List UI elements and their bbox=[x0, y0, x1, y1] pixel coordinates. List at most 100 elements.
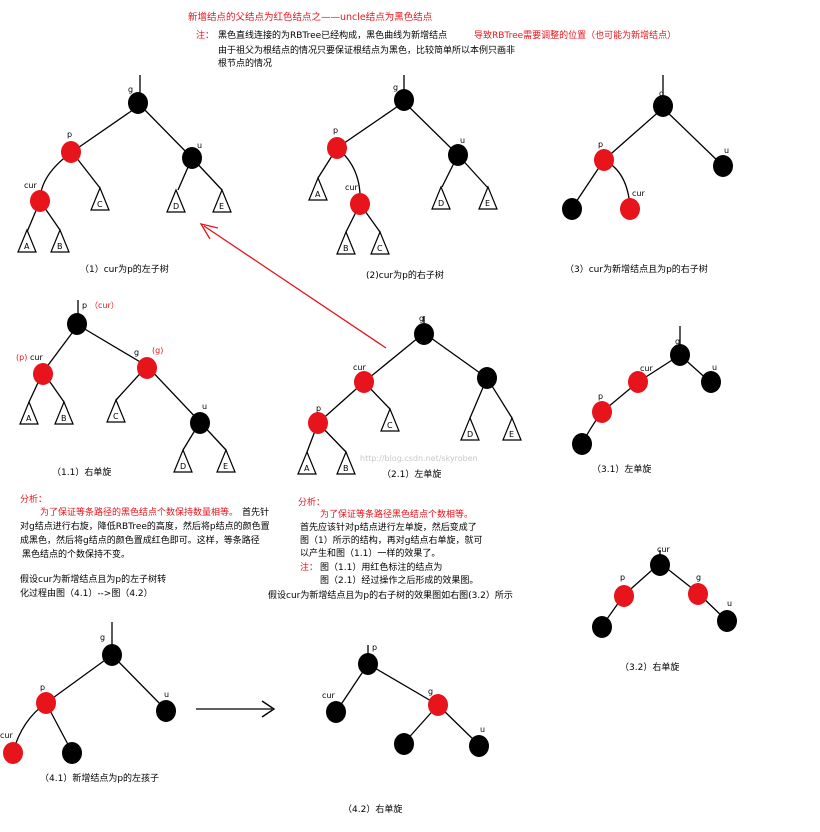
node-label: cur bbox=[632, 189, 645, 198]
node-label: g bbox=[128, 85, 133, 94]
node-cur bbox=[30, 190, 50, 212]
note-line2: 由于祖父为根结点的情况只要保证根结点为黑色，比较简单所以本例只画非 bbox=[218, 44, 515, 56]
assume-left-l1: 假设cur为新增结点且为p的左子树转 bbox=[20, 573, 166, 585]
subtree-label: A bbox=[24, 242, 30, 251]
node-cur bbox=[628, 371, 648, 393]
node-cur bbox=[354, 371, 374, 393]
caption-2-1: （2.1）左单旋 bbox=[382, 468, 441, 480]
edge bbox=[603, 107, 664, 161]
node-label: u bbox=[202, 402, 207, 411]
node-label: p bbox=[598, 140, 603, 149]
subtree-label: A bbox=[304, 464, 310, 473]
transition-arrowhead bbox=[261, 700, 276, 718]
subtree-label: B bbox=[343, 244, 349, 253]
note2-l2: 图（2.1）经过操作之后形成的效果图。 bbox=[320, 574, 478, 586]
node-label: g bbox=[659, 89, 664, 98]
node-label: cur bbox=[24, 181, 37, 190]
node-black-child bbox=[562, 198, 582, 220]
node-label: u bbox=[460, 136, 465, 145]
node-cur bbox=[650, 554, 670, 576]
note-label: 注： bbox=[196, 29, 214, 41]
analysis-right-l3: 以产生和图（1.1）一样的效果了。 bbox=[300, 547, 440, 559]
node-label: u bbox=[480, 725, 485, 734]
node-black-child bbox=[394, 733, 414, 755]
analysis-left-l3: 成黑色，然后将g结点的颜色置成红色即可。这样，等条路径 bbox=[20, 534, 260, 546]
analysis-left-l2: 对g结点进行右旋，降低RBTree的高度，然后将p结点的颜色置 bbox=[20, 520, 270, 532]
caption-3-1: （3.1）左单旋 bbox=[592, 463, 651, 475]
node-label: cur bbox=[657, 545, 670, 554]
note2-label: 注： bbox=[300, 561, 318, 573]
watermark: http://blog.csdn.net/skyroben bbox=[360, 454, 478, 463]
node-label: cur bbox=[640, 364, 653, 373]
edge bbox=[45, 654, 113, 704]
subtree-label: E bbox=[485, 199, 490, 208]
node-g bbox=[394, 89, 414, 111]
edge bbox=[662, 107, 723, 166]
subtree-label: A bbox=[315, 190, 321, 199]
node-cur bbox=[3, 742, 23, 764]
subtree-label: B bbox=[57, 242, 63, 251]
node-label: u bbox=[724, 146, 729, 155]
node-label: p bbox=[40, 683, 45, 692]
subtree-label: E bbox=[223, 462, 228, 471]
node-label: cur bbox=[0, 731, 13, 740]
subtree-triangle bbox=[297, 450, 317, 475]
analysis-right-l2: 图（1）所示的结构，再对g结点右单旋，就可 bbox=[300, 534, 482, 546]
note-line1-a: 黑色直线连接的为RBTree已经构成，黑色曲线为新增结点 bbox=[218, 29, 447, 41]
node-p bbox=[614, 585, 634, 607]
note2-l1: 图（1.1）用红色标注的结点为 bbox=[320, 561, 442, 573]
g-annotation: (g) bbox=[152, 346, 163, 355]
note-line3: 根节点的情况 bbox=[218, 57, 272, 69]
edge-g-p bbox=[71, 104, 141, 153]
subtree-label: E bbox=[509, 430, 514, 439]
node-black-child bbox=[572, 433, 592, 455]
assume-left-l2: 化过程由图（4.1）-->图（4.2） bbox=[20, 587, 153, 599]
subtree-triangle bbox=[50, 228, 70, 253]
caption-4-2: （4.2）右单旋 bbox=[343, 803, 402, 815]
node-cur bbox=[620, 198, 640, 220]
node-label: p bbox=[316, 404, 321, 413]
analysis-left-l4: 黑色结点的个数保持不变。 bbox=[22, 548, 130, 560]
node-cur bbox=[33, 363, 53, 385]
caption-4-1: （4.1）新增结点为p的左孩子 bbox=[40, 772, 159, 784]
analysis-left-l1: 首先针 bbox=[242, 506, 269, 518]
subtree-triangle bbox=[431, 185, 451, 210]
node-label: u bbox=[197, 141, 202, 150]
subtree-triangle bbox=[216, 448, 236, 473]
node-g bbox=[137, 357, 157, 379]
edge bbox=[77, 324, 148, 367]
subtree-label: C bbox=[377, 244, 383, 253]
node-label: u bbox=[164, 690, 169, 699]
edge bbox=[139, 104, 193, 159]
node-label: g bbox=[675, 337, 680, 346]
subtree-triangle bbox=[19, 400, 39, 425]
node-label: g bbox=[134, 348, 139, 357]
node-u bbox=[477, 367, 497, 389]
node-g bbox=[428, 694, 448, 716]
subtree-label: B bbox=[343, 464, 349, 473]
caption-1: （1）cur为p的左子树 bbox=[80, 263, 169, 275]
subtree-label: C bbox=[97, 200, 103, 209]
node-label: g bbox=[100, 633, 105, 642]
node-black-child bbox=[592, 616, 612, 638]
analysis-right-l1: 首先应该针对p结点进行左单旋，然后变成了 bbox=[300, 521, 477, 533]
title: 新增结点的父结点为红色结点之——uncle结点为黑色结点 bbox=[188, 11, 433, 23]
caption-3: （3）cur为新增结点且为p的右子树 bbox=[565, 263, 708, 275]
node-label: u bbox=[712, 363, 717, 372]
subtree-triangle bbox=[370, 230, 390, 255]
node-label: p bbox=[598, 392, 603, 401]
node-label: g bbox=[696, 573, 701, 582]
node-label: g bbox=[393, 83, 398, 92]
subtree-label: D bbox=[438, 199, 444, 208]
edge bbox=[403, 101, 459, 156]
node-label: p bbox=[67, 130, 72, 139]
node-label: cur bbox=[345, 183, 358, 192]
subtree-triangle bbox=[336, 230, 356, 255]
node-u bbox=[717, 610, 737, 632]
node-g bbox=[128, 92, 148, 114]
edge bbox=[111, 654, 167, 711]
node-u bbox=[190, 412, 210, 434]
caption-2: (2)cur为p的右子树 bbox=[366, 269, 444, 281]
